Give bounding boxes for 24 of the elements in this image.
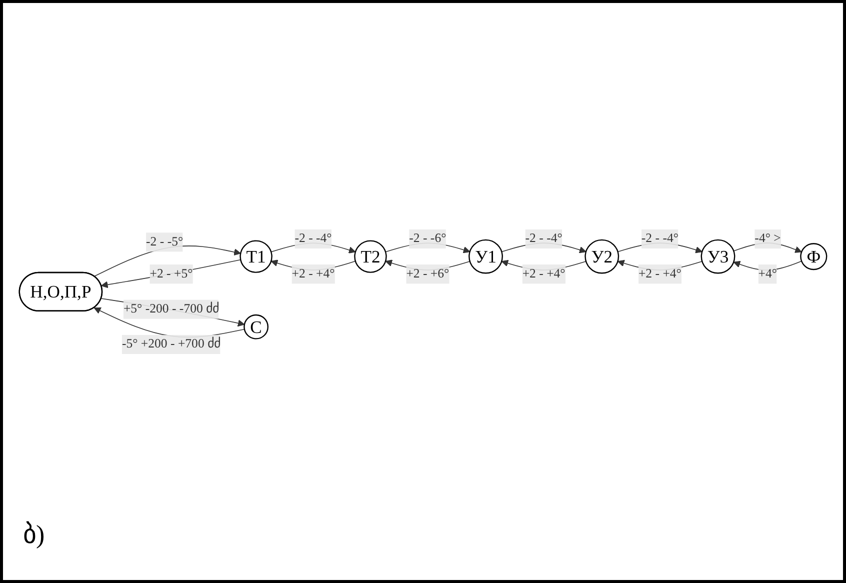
node-circle: Ф xyxy=(800,242,828,270)
node-circle: С xyxy=(244,314,269,340)
edge-label: +2 - +4° xyxy=(638,266,682,280)
edge-label: +2 - +5° xyxy=(150,266,193,280)
edge-label: +4° xyxy=(758,266,778,280)
arrow xyxy=(733,260,802,270)
edge-label: -2 - -4° xyxy=(525,232,562,246)
edge-label: -2 - -4° xyxy=(641,232,678,246)
edge-label: -5° +200 - +700 ძძ xyxy=(122,337,220,351)
edge-label: +2 - +4° xyxy=(522,266,566,280)
node-circle: Т2 xyxy=(354,240,387,273)
edge-label: -2 - -5° xyxy=(146,234,184,248)
panel-letter: ბ) xyxy=(23,519,45,550)
edge-label: +5° -200 - -700 ძძ xyxy=(123,302,219,316)
edge-label: -4° > xyxy=(754,232,781,246)
edge-label: -2 - -4° xyxy=(294,232,332,246)
node-circle: У3 xyxy=(700,239,736,274)
edge-label: +2 - +6° xyxy=(406,266,450,280)
edge-label: +2 - +4° xyxy=(292,266,335,280)
node-circle: У2 xyxy=(584,239,620,274)
node-circle: Т1 xyxy=(240,240,272,273)
node-circle: У1 xyxy=(468,239,503,274)
arrow xyxy=(100,259,242,288)
edge-label: -2 - -6° xyxy=(409,232,446,246)
